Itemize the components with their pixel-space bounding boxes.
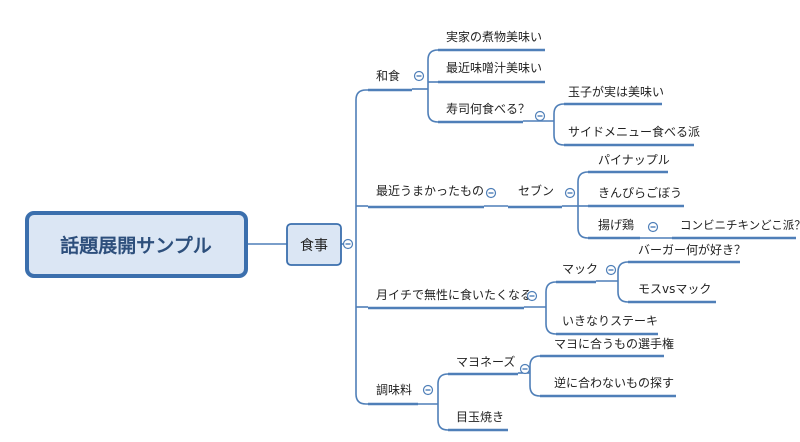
connector-mayo-mismatch (529, 385, 541, 397)
node-sushi[interactable]: 寿司何食べる？ (446, 101, 530, 116)
node-labels: 和食 実家の煮物美味い 最近味噌汁美味い 寿司何食べる？ 玉子が実は美味い サイ… (376, 29, 800, 424)
node-seasoning[interactable]: 調味料 (376, 383, 412, 397)
node-karaage[interactable]: 揚げ鶏 (598, 218, 634, 232)
node-mos[interactable]: モスvsマック (638, 282, 711, 296)
collapse-icon-recent[interactable] (485, 187, 497, 199)
connector-side (553, 134, 565, 146)
connector-washoku (355, 89, 368, 101)
main-topic[interactable]: 食事 (286, 223, 342, 266)
collapse-icon-washoku[interactable] (413, 70, 425, 82)
connector-mac (545, 281, 557, 293)
central-topic-label: 話題展開サンプル (60, 234, 211, 257)
connector-karaage (577, 227, 589, 239)
main-topic-label: 食事 (300, 237, 328, 254)
node-medama[interactable]: 目玉焼き (456, 410, 504, 424)
collapse-icon-monthly[interactable] (526, 290, 538, 302)
central-topic[interactable]: 話題展開サンプル (25, 211, 248, 278)
node-pineapple[interactable]: パイナップル (598, 153, 670, 167)
node-washoku[interactable]: 和食 (376, 68, 400, 83)
node-misoshiru[interactable]: 最近味噌汁美味い (446, 61, 542, 75)
node-conveni[interactable]: コンビニチキンどこ派？ (680, 218, 800, 232)
collapse-icon-karaage[interactable] (647, 221, 659, 233)
collapse-icon-sushi[interactable] (534, 110, 546, 122)
collapse-icon-mac[interactable] (605, 264, 617, 276)
collapse-icon-seasoning[interactable] (422, 384, 434, 396)
connector-nimono (427, 49, 439, 61)
node-seven[interactable]: セブン (518, 183, 554, 198)
collapse-icon-seven[interactable] (564, 187, 576, 199)
collapse-icon-mayo[interactable] (519, 363, 531, 375)
node-kinpira[interactable]: きんぴらごぼう (598, 185, 682, 200)
main-topic-box[interactable] (286, 223, 342, 266)
node-mayo[interactable]: マヨネーズ (456, 354, 515, 369)
connector-pineapple (577, 171, 589, 183)
connector-seasoning (355, 393, 368, 405)
node-ikinari[interactable]: いきなりステーキ (562, 314, 658, 328)
node-nimono[interactable]: 実家の煮物美味い (446, 29, 542, 44)
central-topic-box[interactable] (25, 211, 248, 278)
connector-mayo (437, 373, 449, 385)
node-recent[interactable]: 最近うまかったもの (376, 184, 484, 198)
node-burger[interactable]: バーガー何が好き？ (638, 242, 746, 257)
connector-medama (437, 419, 449, 431)
node-mayo-mismatch[interactable]: 逆に合わないもの探す (554, 375, 674, 390)
connector-tamago (553, 103, 565, 115)
collapse-buttons[interactable] (342, 70, 659, 396)
node-underlines (368, 48, 796, 432)
connector-mos (617, 291, 629, 303)
connector-mayo-match (529, 355, 541, 367)
node-mayo-match[interactable]: マヨに合うもの選手権 (554, 336, 674, 351)
connector-ikinari (545, 323, 557, 335)
collapse-icon-main[interactable] (342, 238, 354, 250)
node-mac[interactable]: マック (562, 262, 598, 276)
node-side[interactable]: サイドメニュー食べる派 (568, 124, 700, 139)
node-monthly[interactable]: 月イチで無性に食いたくなる (376, 287, 532, 302)
connector-sushi (427, 111, 439, 123)
node-tamago[interactable]: 玉子が実は美味い (568, 84, 664, 99)
connector-burger (617, 261, 629, 273)
connectors (247, 49, 672, 431)
